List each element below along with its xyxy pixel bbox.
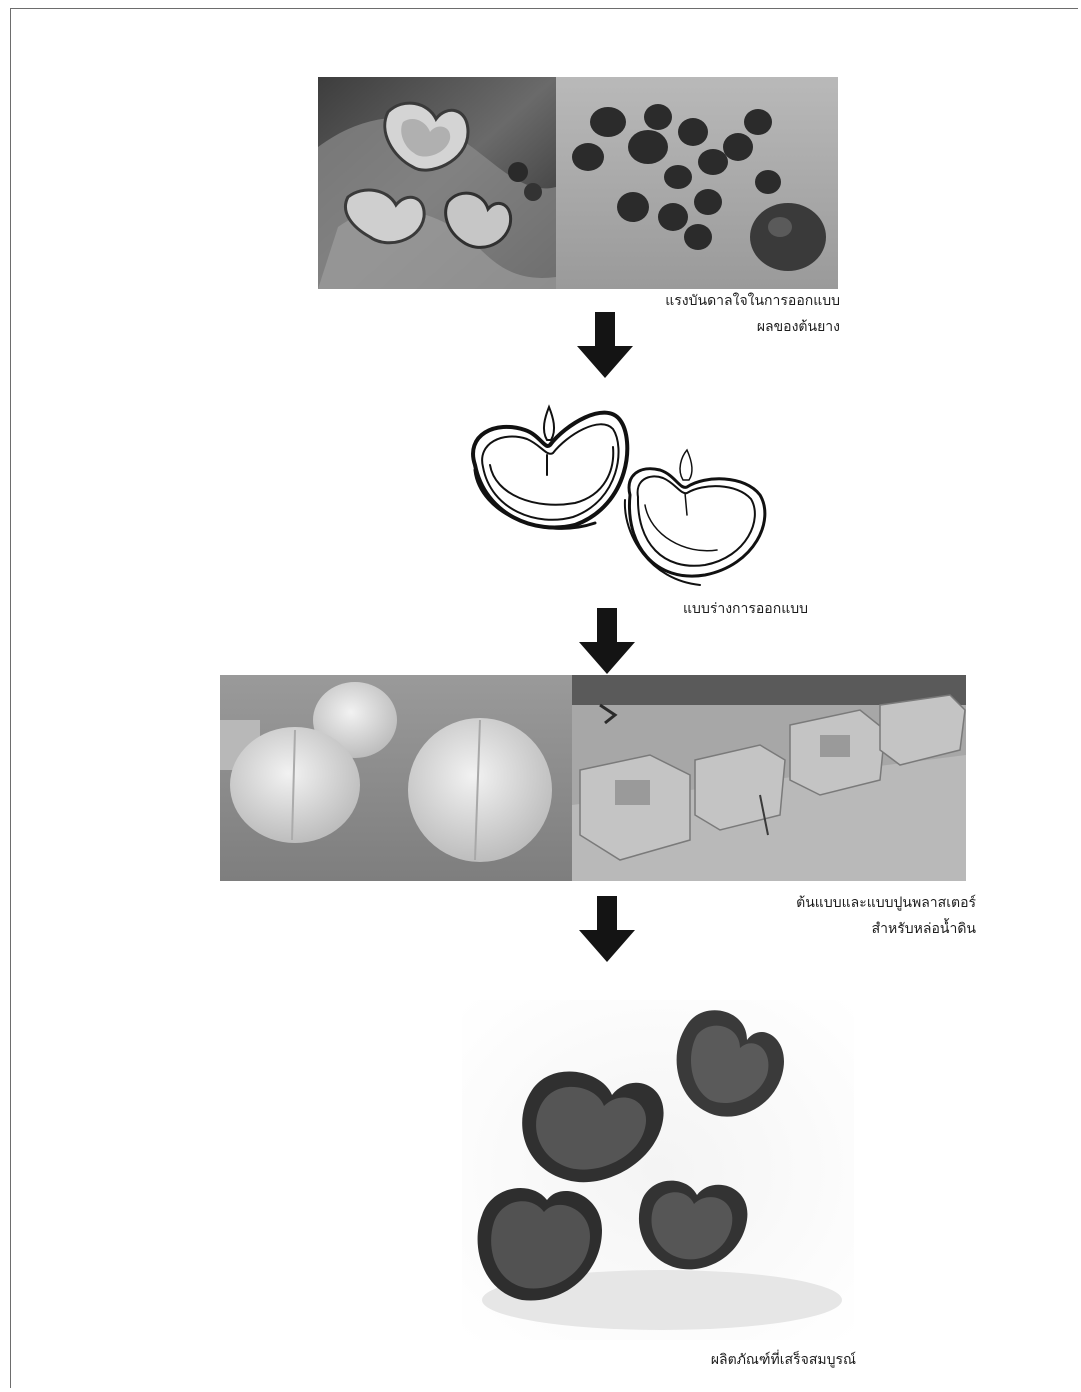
inspiration-caption: แรงบันดาลใจในการออกแบบ ผลของต้นยาง — [600, 288, 840, 340]
inspiration-photo-pair — [318, 77, 838, 289]
finished-product-photo — [462, 1000, 854, 1340]
arrow-down-icon — [577, 312, 633, 378]
arrow-down-icon — [579, 896, 635, 962]
arrow-down-icon — [579, 608, 635, 674]
prototype-mold-photo — [220, 675, 966, 881]
finished-caption: ผลิตภัณฑ์ที่เสร็จสมบูรณ์ — [620, 1347, 856, 1373]
sketch-drawing — [455, 395, 785, 595]
molds-caption-line2: สำหรับหล่อน้ำดิน — [700, 916, 976, 942]
inspiration-caption-line1: แรงบันดาลใจในการออกแบบ — [600, 288, 840, 314]
molds-caption-line1: ต้นแบบและแบบปูนพลาสเตอร์ — [700, 890, 976, 916]
inspiration-photo — [318, 77, 838, 289]
design-sketch — [455, 395, 785, 595]
prototype-mold-photo-pair — [220, 675, 966, 881]
finished-product-image — [462, 1000, 854, 1340]
molds-caption: ต้นแบบและแบบปูนพลาสเตอร์ สำหรับหล่อน้ำดิ… — [700, 890, 976, 942]
inspiration-caption-line2: ผลของต้นยาง — [600, 314, 840, 340]
